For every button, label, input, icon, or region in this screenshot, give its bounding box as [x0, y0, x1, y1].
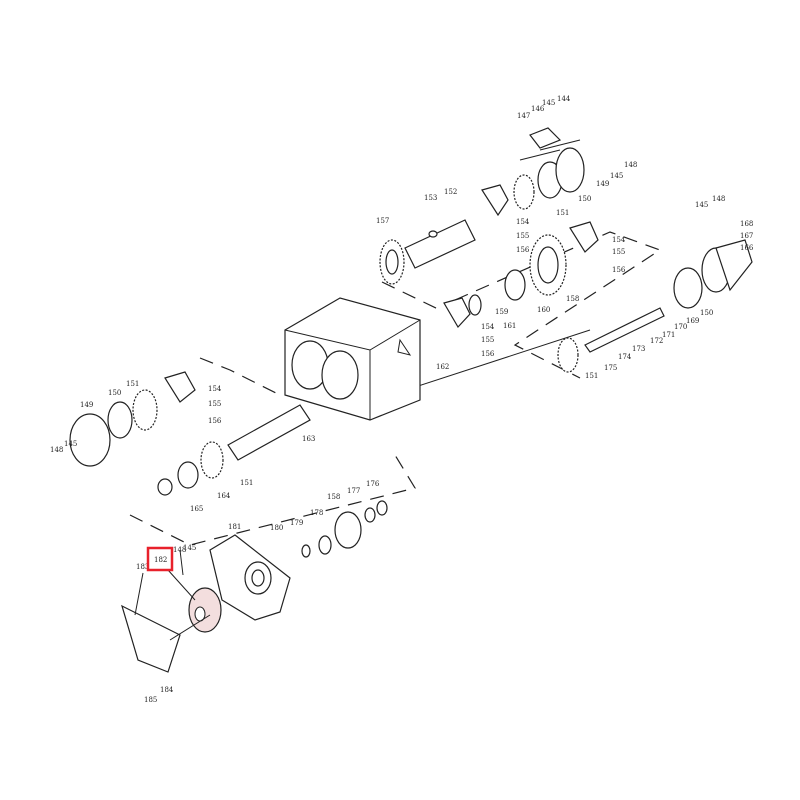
part-label-161[interactable]: 161 — [503, 322, 516, 330]
part-label-157[interactable]: 157 — [376, 217, 389, 225]
part-label-156[interactable]: 156 — [208, 417, 222, 425]
highlight-box-182 — [146, 546, 174, 572]
part-label-170[interactable]: 170 — [674, 323, 687, 331]
part-label-147[interactable]: 147 — [517, 112, 530, 120]
part-label-185[interactable]: 185 — [144, 696, 157, 704]
part-label-166[interactable]: 166 — [740, 244, 754, 252]
part-label-148[interactable]: 148 — [624, 161, 637, 169]
part-label-172[interactable]: 172 — [650, 337, 663, 345]
pulley-182[interactable] — [188, 587, 222, 633]
part-label-168[interactable]: 168 — [740, 220, 753, 228]
part-label-149[interactable]: 149 — [596, 180, 609, 188]
part-label-169[interactable]: 169 — [686, 317, 699, 325]
part-label-155[interactable]: 155 — [481, 336, 494, 344]
part-label-151[interactable]: 151 — [556, 209, 569, 217]
part-label-156[interactable]: 156 — [612, 266, 626, 274]
end-cover-assembly — [121, 534, 291, 673]
assembly-guides — [129, 139, 662, 546]
part-label-171[interactable]: 171 — [662, 331, 675, 339]
part-label-150[interactable]: 150 — [700, 309, 713, 317]
part-label-154[interactable]: 154 — [516, 218, 530, 226]
part-label-150[interactable]: 150 — [108, 389, 121, 397]
part-label-153[interactable]: 153 — [424, 194, 437, 202]
part-labels: 1441451461471481451491501511531521541551… — [50, 95, 754, 704]
part-label-177[interactable]: 177 — [347, 487, 360, 495]
part-label-158[interactable]: 158 — [327, 493, 340, 501]
part-label-182[interactable]: 182 — [154, 556, 167, 564]
part-label-162[interactable]: 162 — [436, 363, 449, 371]
part-label-181[interactable]: 181 — [228, 523, 241, 531]
part-label-155[interactable]: 155 — [516, 232, 529, 240]
part-label-146[interactable]: 146 — [531, 105, 545, 113]
part-label-149[interactable]: 149 — [80, 401, 93, 409]
gears-bearings — [69, 127, 753, 558]
part-label-167[interactable]: 167 — [740, 232, 753, 240]
part-label-145[interactable]: 145 — [64, 440, 77, 448]
part-label-145[interactable]: 145 — [695, 201, 708, 209]
part-label-148[interactable]: 148 — [173, 546, 186, 554]
part-label-176[interactable]: 176 — [366, 480, 380, 488]
upper-shaft — [379, 219, 476, 285]
part-label-155[interactable]: 155 — [612, 248, 625, 256]
gearbox-housing — [284, 297, 421, 421]
part-label-145[interactable]: 145 — [183, 544, 196, 552]
part-label-151[interactable]: 151 — [126, 380, 139, 388]
part-label-144[interactable]: 144 — [557, 95, 571, 103]
part-label-178[interactable]: 178 — [310, 509, 323, 517]
part-label-145[interactable]: 145 — [610, 172, 623, 180]
part-label-159[interactable]: 159 — [495, 308, 508, 316]
part-label-183[interactable]: 183 — [136, 563, 149, 571]
part-label-154[interactable]: 154 — [481, 323, 495, 331]
part-label-148[interactable]: 148 — [712, 195, 725, 203]
part-label-155[interactable]: 155 — [208, 400, 221, 408]
part-label-175[interactable]: 175 — [604, 364, 617, 372]
part-label-151[interactable]: 151 — [585, 372, 598, 380]
part-label-160[interactable]: 160 — [537, 306, 550, 314]
part-label-158[interactable]: 158 — [566, 295, 579, 303]
part-label-156[interactable]: 156 — [481, 350, 495, 358]
part-label-151[interactable]: 151 — [240, 479, 253, 487]
part-label-150[interactable]: 150 — [578, 195, 591, 203]
part-label-163[interactable]: 163 — [302, 435, 315, 443]
part-label-156[interactable]: 156 — [516, 246, 530, 254]
part-label-174[interactable]: 174 — [618, 353, 632, 361]
part-label-165[interactable]: 165 — [190, 505, 203, 513]
part-label-164[interactable]: 164 — [217, 492, 231, 500]
part-label-180[interactable]: 180 — [270, 524, 283, 532]
part-label-154[interactable]: 154 — [208, 385, 222, 393]
part-label-154[interactable]: 154 — [612, 236, 626, 244]
part-label-145[interactable]: 145 — [542, 99, 555, 107]
part-label-152[interactable]: 152 — [444, 188, 457, 196]
part-label-179[interactable]: 179 — [290, 519, 303, 527]
part-label-148[interactable]: 148 — [50, 446, 63, 454]
part-label-173[interactable]: 173 — [632, 345, 645, 353]
part-label-184[interactable]: 184 — [160, 686, 174, 694]
